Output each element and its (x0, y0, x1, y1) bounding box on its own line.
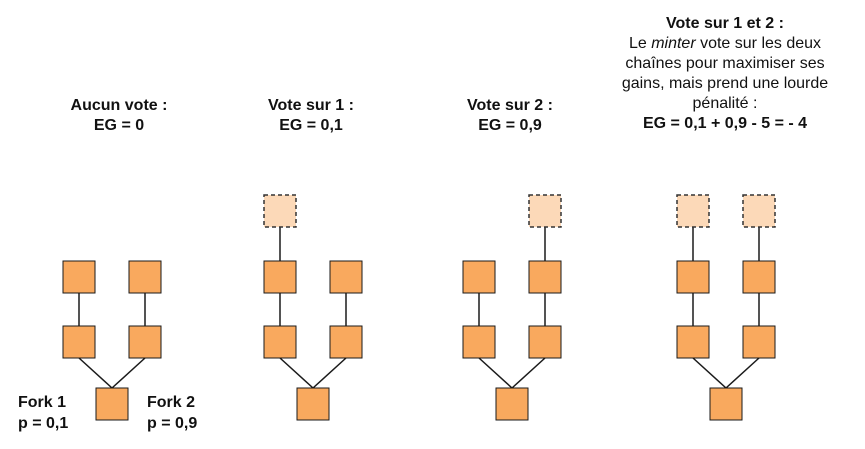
scenario-description-line-2: chaînes pour maximiser ses (625, 55, 825, 72)
scenario-description-line-4: pénalité : (692, 95, 758, 112)
vote-block-fork-2 (742, 194, 776, 228)
fork-edge (692, 357, 727, 389)
fork-2-block (742, 260, 776, 294)
fork-1-block (62, 260, 96, 294)
fork-1-block (462, 325, 496, 359)
fork-edge (511, 357, 546, 389)
fork-2-block (742, 325, 776, 359)
root-block (95, 387, 129, 421)
root-block (709, 387, 743, 421)
expected-gain: EG = 0,1 + 0,9 - 5 = - 4 (642, 115, 808, 132)
minter-term: minter (651, 35, 696, 52)
scenario-title-vote-both: Vote sur 1 et 2 : Le minter vote sur les… (600, 14, 850, 134)
vote-block-fork-1 (676, 194, 710, 228)
fork-2-block (128, 325, 162, 359)
fork-2-block (128, 260, 162, 294)
fork-edge (312, 357, 347, 389)
fork-2-block (329, 260, 363, 294)
scenario-title-no-vote: Aucun vote : EG = 0 (34, 96, 204, 136)
scenario-title-vote-2: Vote sur 2 : EG = 0,9 (425, 96, 595, 136)
fork-2-probability: p = 0,9 (147, 415, 198, 432)
fork-1-block (676, 260, 710, 294)
fork-edge (78, 357, 113, 389)
expected-gain: EG = 0 (93, 117, 145, 134)
fork-edge (111, 357, 146, 389)
fork-1-label: Fork 1 p = 0,1 (18, 392, 68, 434)
fork-1-block (263, 325, 297, 359)
scenario-description-line-3: gains, mais prend une lourde (621, 75, 829, 92)
scenario-title: Vote sur 1 et 2 : (666, 15, 784, 32)
fork-2-name: Fork 2 (147, 394, 196, 411)
fork-2-block (329, 325, 363, 359)
fork-edge (725, 357, 760, 389)
scenario-title: Vote sur 1 : (268, 97, 354, 114)
expected-gain: EG = 0,1 (279, 117, 343, 134)
vote-block-fork-1 (263, 194, 297, 228)
chain-blocks (62, 194, 776, 421)
vote-block-fork-2 (528, 194, 562, 228)
fork-1-probability: p = 0,1 (18, 415, 69, 432)
fork-2-label: Fork 2 p = 0,9 (147, 392, 197, 434)
fork-1-block (676, 325, 710, 359)
fork-edge (478, 357, 513, 389)
fork-1-block (263, 260, 297, 294)
scenario-title: Aucun vote : (70, 97, 168, 114)
fork-1-name: Fork 1 (18, 394, 67, 411)
fork-2-block (528, 325, 562, 359)
fork-1-block (462, 260, 496, 294)
fork-2-block (528, 260, 562, 294)
scenario-title-vote-1: Vote sur 1 : EG = 0,1 (226, 96, 396, 136)
scenario-description-line-1: Le minter vote sur les deux (628, 35, 822, 52)
root-block (296, 387, 330, 421)
scenario-title: Vote sur 2 : (467, 97, 553, 114)
fork-1-block (62, 325, 96, 359)
expected-gain: EG = 0,9 (478, 117, 542, 134)
fork-edge (279, 357, 314, 389)
chain-edges (78, 227, 760, 389)
root-block (495, 387, 529, 421)
